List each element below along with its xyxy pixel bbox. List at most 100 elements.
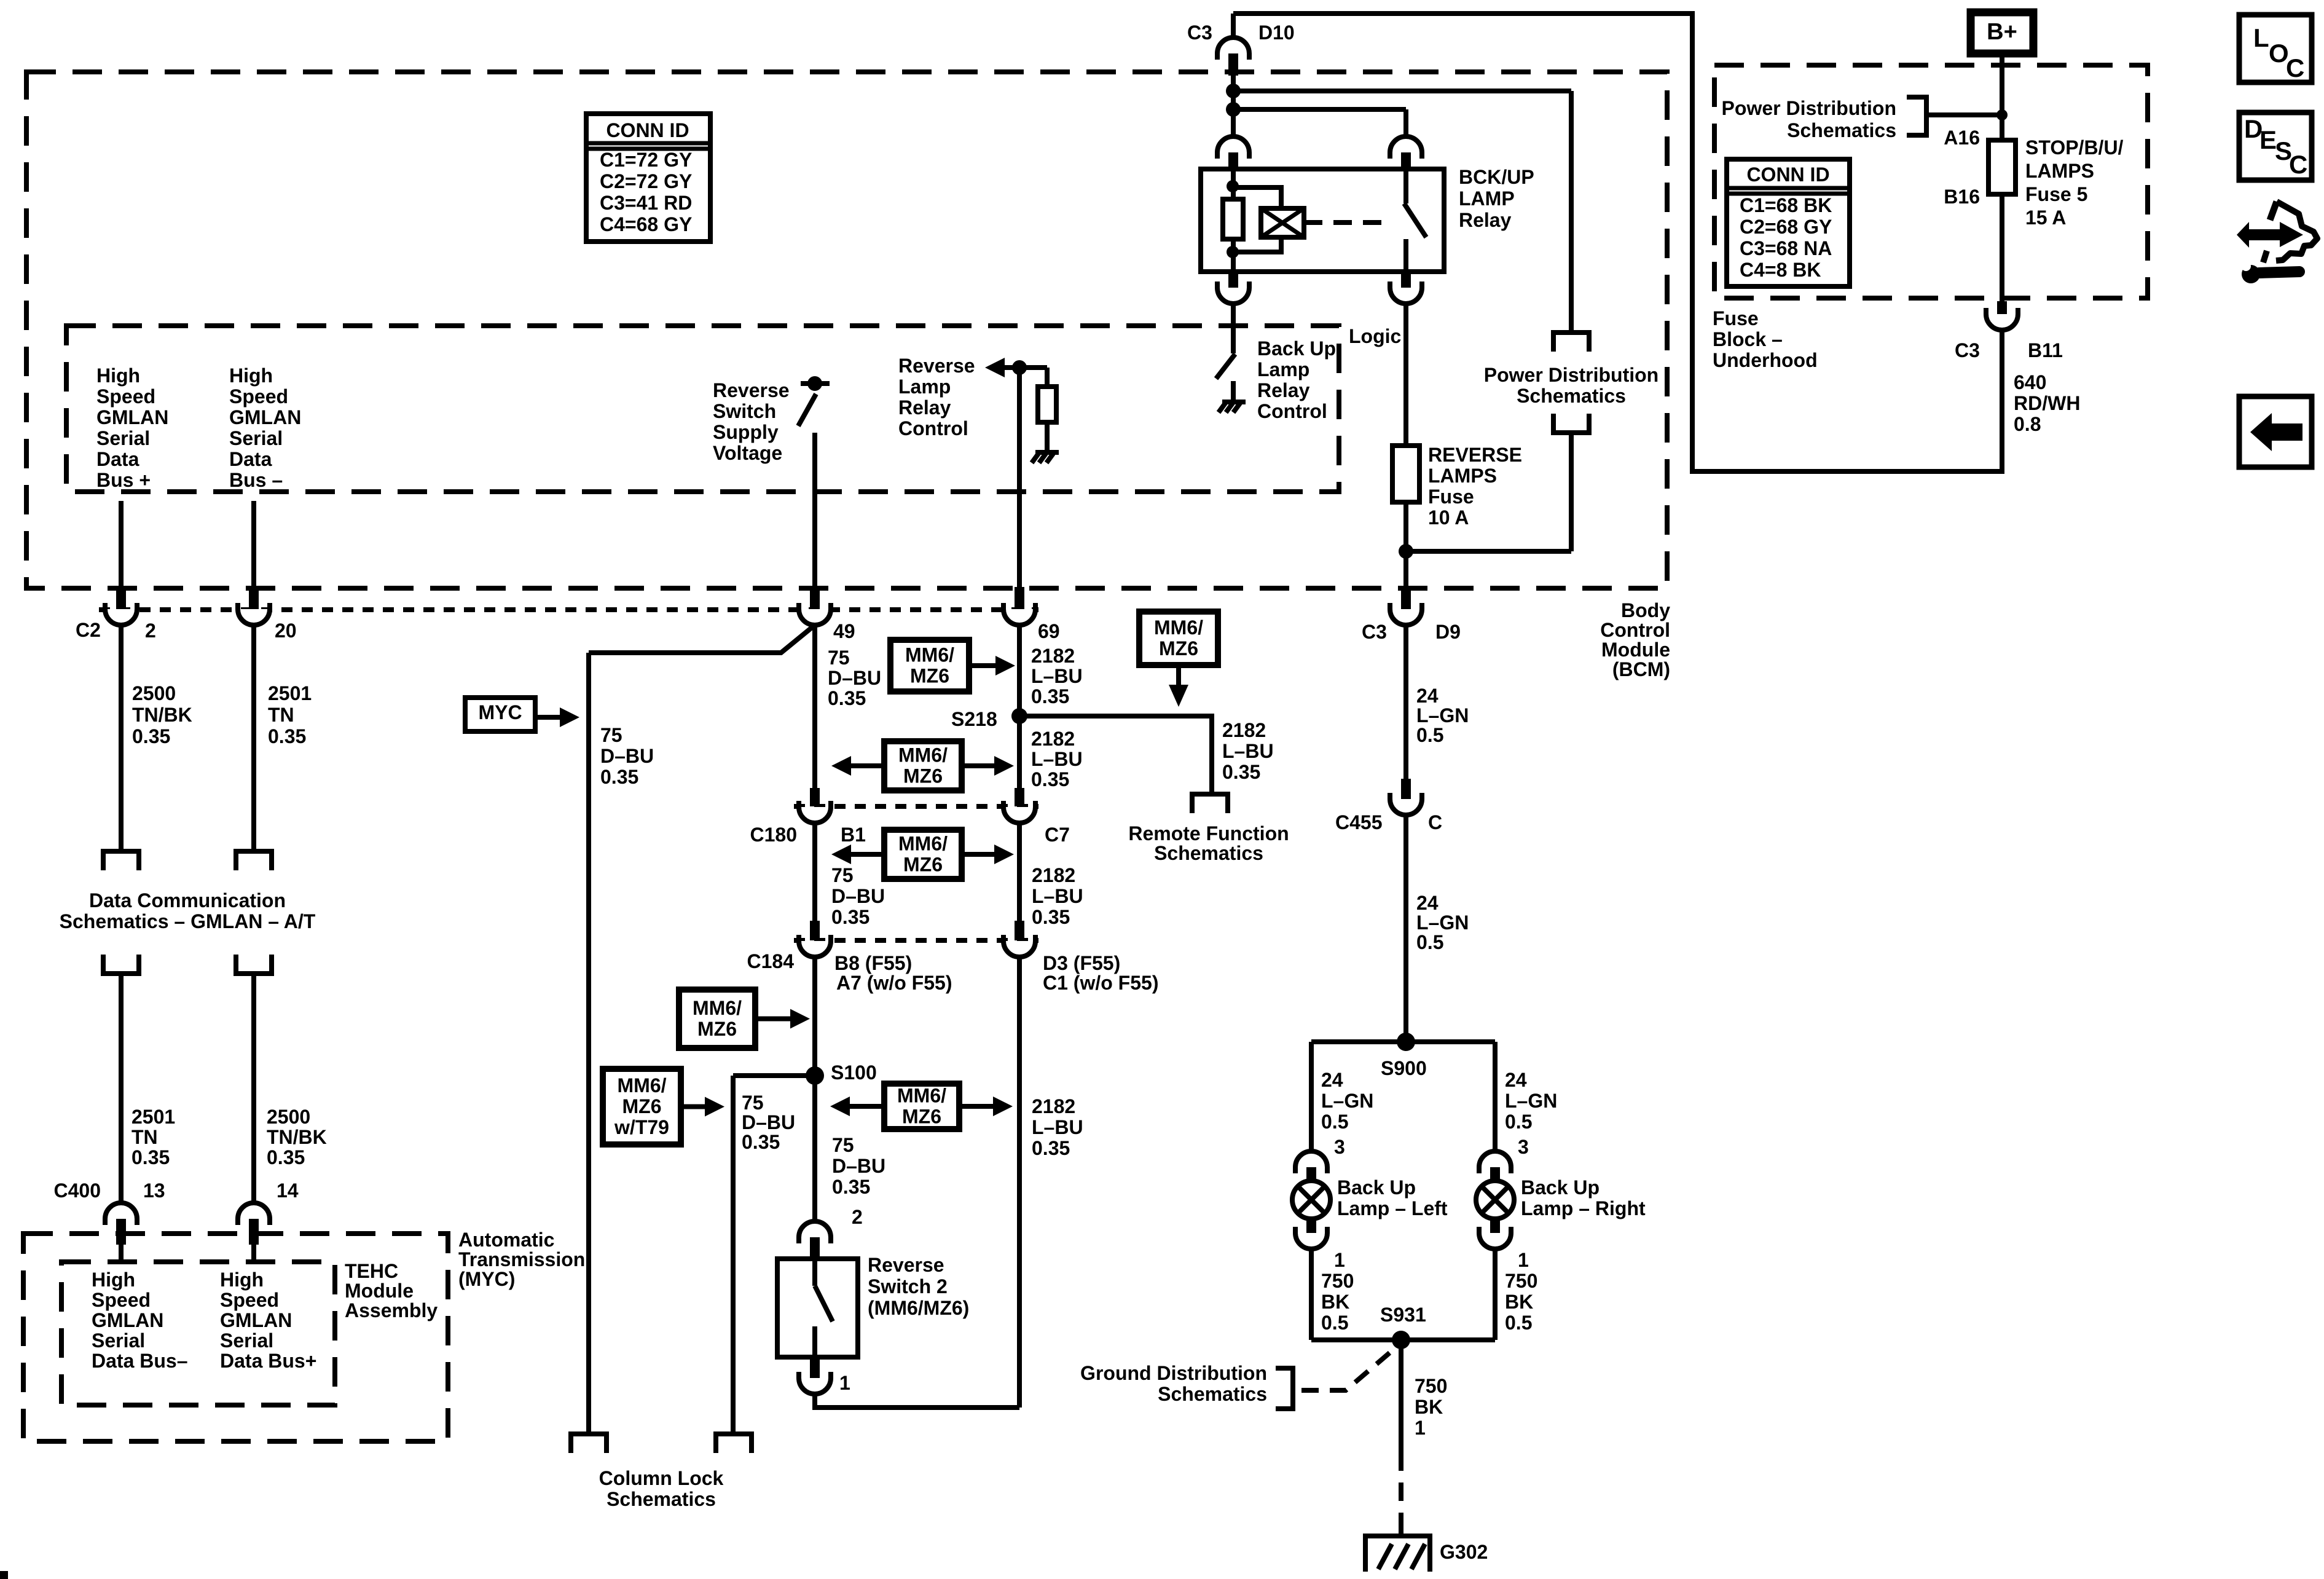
svg-text:BK: BK <box>1505 1291 1533 1313</box>
svg-text:S: S <box>2275 136 2292 165</box>
svg-text:Voltage: Voltage <box>713 442 782 464</box>
svg-text:LAMPS: LAMPS <box>1428 465 1497 487</box>
svg-text:0.35: 0.35 <box>1222 761 1260 783</box>
svg-text:1: 1 <box>839 1372 850 1394</box>
svg-text:MZ6: MZ6 <box>903 854 943 876</box>
svg-text:C3=68 NA: C3=68 NA <box>1740 237 1832 259</box>
svg-text:2: 2 <box>852 1206 863 1228</box>
svg-text:w/T79: w/T79 <box>614 1116 669 1138</box>
svg-text:MYC: MYC <box>478 701 522 723</box>
svg-text:75: 75 <box>828 647 850 669</box>
svg-text:0.35: 0.35 <box>132 1146 170 1168</box>
svg-text:GMLAN: GMLAN <box>229 406 301 428</box>
svg-text:S931: S931 <box>1380 1304 1426 1326</box>
svg-text:E: E <box>2259 125 2277 154</box>
svg-text:10 A: 10 A <box>1428 506 1469 529</box>
svg-text:Automatic: Automatic <box>458 1229 554 1251</box>
svg-text:Serial: Serial <box>96 427 150 449</box>
svg-text:B8 (F55): B8 (F55) <box>834 952 912 974</box>
svg-text:Reverse: Reverse <box>898 355 975 377</box>
svg-text:Serial: Serial <box>229 427 283 449</box>
svg-text:0.35: 0.35 <box>742 1131 780 1153</box>
svg-text:Fuse 5: Fuse 5 <box>2025 183 2087 205</box>
svg-text:750: 750 <box>1321 1270 1354 1292</box>
svg-text:B11: B11 <box>2028 339 2063 361</box>
svg-text:Power Distribution: Power Distribution <box>1484 364 1659 386</box>
svg-text:Body: Body <box>1621 599 1670 621</box>
svg-text:0.35: 0.35 <box>132 725 170 747</box>
svg-text:LAMP: LAMP <box>1459 187 1515 210</box>
svg-text:Data Communication: Data Communication <box>89 889 286 912</box>
svg-text:2501: 2501 <box>268 682 312 704</box>
svg-text:Supply: Supply <box>713 421 779 443</box>
svg-text:C3: C3 <box>1187 22 1212 44</box>
svg-text:Back Up: Back Up <box>1257 337 1336 360</box>
svg-text:Block –: Block – <box>1713 328 1783 350</box>
svg-text:RD/WH: RD/WH <box>2014 392 2080 414</box>
svg-text:Logic: Logic <box>1349 325 1401 347</box>
svg-text:2182: 2182 <box>1032 1095 1075 1117</box>
svg-text:L–BU: L–BU <box>1032 885 1083 907</box>
svg-text:0.35: 0.35 <box>1031 768 1069 790</box>
svg-text:GMLAN: GMLAN <box>92 1309 163 1331</box>
svg-text:S900: S900 <box>1381 1057 1427 1079</box>
svg-text:BK: BK <box>1321 1291 1349 1313</box>
svg-text:MM6/: MM6/ <box>897 1085 946 1107</box>
svg-text:L–GN: L–GN <box>1321 1090 1373 1112</box>
svg-text:0.35: 0.35 <box>267 1146 305 1168</box>
svg-text:D–BU: D–BU <box>832 1155 885 1177</box>
svg-text:0.35: 0.35 <box>1032 906 1070 928</box>
svg-text:Assembly: Assembly <box>345 1299 438 1321</box>
svg-text:MM6/: MM6/ <box>905 644 954 666</box>
svg-text:0.5: 0.5 <box>1416 931 1443 953</box>
svg-text:2182: 2182 <box>1032 864 1075 886</box>
svg-text:Transmission: Transmission <box>458 1248 585 1270</box>
svg-text:750: 750 <box>1505 1270 1537 1292</box>
svg-text:Schematics – GMLAN – A/T: Schematics – GMLAN – A/T <box>60 910 316 932</box>
svg-text:MZ6: MZ6 <box>902 1106 941 1128</box>
svg-text:Module: Module <box>345 1280 414 1302</box>
svg-text:Bus –: Bus – <box>229 469 283 491</box>
svg-text:MZ6: MZ6 <box>910 665 949 687</box>
svg-text:Back Up: Back Up <box>1521 1176 1600 1199</box>
svg-text:(MYC): (MYC) <box>458 1268 515 1290</box>
svg-text:MZ6: MZ6 <box>622 1095 662 1117</box>
svg-text:D–BU: D–BU <box>831 885 885 907</box>
svg-text:0.35: 0.35 <box>268 725 306 747</box>
svg-text:Speed: Speed <box>92 1289 151 1311</box>
svg-text:Schematics: Schematics <box>607 1488 716 1510</box>
svg-text:Schematics: Schematics <box>1517 385 1626 407</box>
svg-text:L–GN: L–GN <box>1416 704 1469 726</box>
svg-text:15 A: 15 A <box>2025 207 2066 229</box>
svg-text:3: 3 <box>1334 1136 1345 1158</box>
svg-text:C4=8 BK: C4=8 BK <box>1740 259 1821 281</box>
svg-text:C2: C2 <box>76 619 101 641</box>
svg-text:0.35: 0.35 <box>600 766 638 788</box>
svg-text:Speed: Speed <box>96 385 155 408</box>
svg-text:C2=68 GY: C2=68 GY <box>1740 216 1832 238</box>
svg-text:D9: D9 <box>1435 621 1461 643</box>
svg-text:C3: C3 <box>1955 339 1980 361</box>
svg-text:Schematics: Schematics <box>1158 1383 1267 1405</box>
svg-text:75: 75 <box>831 864 854 886</box>
svg-text:MZ6: MZ6 <box>1159 637 1198 660</box>
svg-text:Schematics: Schematics <box>1154 842 1263 864</box>
svg-text:GMLAN: GMLAN <box>96 406 168 428</box>
svg-text:Switch 2: Switch 2 <box>868 1275 948 1297</box>
svg-text:0.5: 0.5 <box>1321 1111 1348 1133</box>
svg-text:TN: TN <box>268 704 294 726</box>
svg-text:0.5: 0.5 <box>1321 1312 1348 1334</box>
svg-text:C1 (w/o F55): C1 (w/o F55) <box>1043 972 1158 994</box>
svg-text:(MM6/MZ6): (MM6/MZ6) <box>868 1297 969 1319</box>
svg-text:C3: C3 <box>1362 621 1387 643</box>
svg-text:Reverse: Reverse <box>868 1254 944 1276</box>
svg-text:L–BU: L–BU <box>1031 665 1083 687</box>
svg-text:C184: C184 <box>747 950 795 972</box>
svg-text:B16: B16 <box>1944 186 1980 208</box>
svg-text:Relay: Relay <box>898 396 951 419</box>
svg-text:0.5: 0.5 <box>1505 1111 1532 1133</box>
svg-text:Underhood: Underhood <box>1713 349 1818 371</box>
svg-text:S100: S100 <box>831 1061 877 1084</box>
svg-text:A16: A16 <box>1944 127 1980 149</box>
svg-text:C1=72 GY: C1=72 GY <box>600 149 692 171</box>
